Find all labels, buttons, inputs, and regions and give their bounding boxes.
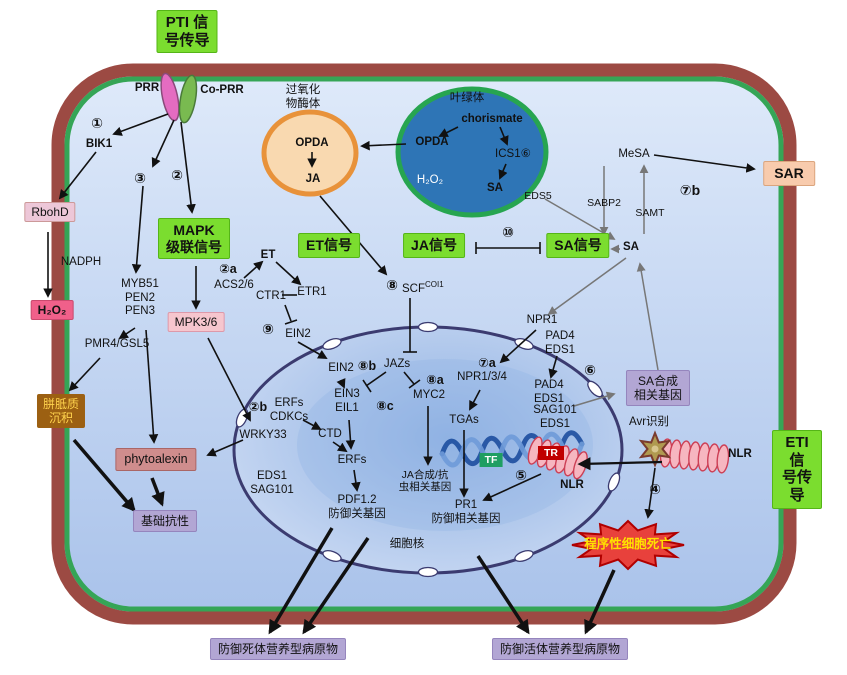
erfs-cdkcs-label: ERFs CDKCs <box>269 397 309 423</box>
sa-label: SA <box>623 241 639 253</box>
nlr-outer-label: NLR <box>728 448 752 460</box>
necrotroph-defense-box: 防御死体营养型病原物 <box>209 638 347 661</box>
h2o2-chloroplast-label: H₂O₂ <box>416 174 444 186</box>
sa-chloroplast-label: SA <box>487 182 503 194</box>
tr-box: TR <box>538 446 564 461</box>
samt-label: SAMT <box>635 207 665 219</box>
eds5-label: EDS5 <box>524 190 552 202</box>
callose-box: 胼胝质 沉积 <box>36 394 86 429</box>
tf-box: TF <box>479 453 503 468</box>
pad4-eds1-outer-label: PAD4 EDS1 <box>544 330 576 356</box>
ctr1-label: CTR1 <box>255 290 287 302</box>
scf-coi1-label: SCFCOI1 <box>402 280 444 296</box>
opda-chloroplast-label: OPDA <box>415 136 449 148</box>
npr134-label: NPR1/3/4 <box>457 371 507 383</box>
step-1-badge: ① <box>91 115 103 131</box>
co-prr-label: Co-PRR <box>200 84 244 96</box>
acs26-label: ACS2/6 <box>214 279 254 291</box>
step-8b-badge: ⑧b <box>357 359 377 373</box>
eds1-sag101-label: EDS1 SAG101 <box>250 470 294 496</box>
step-5-badge: ⑤ <box>515 467 527 483</box>
etr1-label: ETR1 <box>297 286 327 298</box>
myb-pen-label: MYB51 PEN2 PEN3 <box>121 278 159 318</box>
npr1-label: NPR1 <box>526 314 558 326</box>
peroxisome-label: 过氧化 物酶体 <box>285 84 321 110</box>
step-9-badge: ⑨ <box>262 321 274 337</box>
erfs-label: ERFs <box>337 454 367 466</box>
prr-label: PRR <box>134 82 160 94</box>
step-4-badge: ④ <box>649 481 661 497</box>
nadph-label: NADPH <box>60 256 102 268</box>
step-8a-badge: ⑧a <box>426 373 444 387</box>
prr-receptor-ovals <box>160 72 198 124</box>
ja-genes-label: JA合成/抗 虫相关基因 <box>398 469 452 494</box>
ein3-eil1-label: EIN3 EIL1 <box>334 388 360 414</box>
chloroplast-shape <box>395 86 549 218</box>
pad4-eds1-inner-label: PAD4 EDS1 <box>533 379 565 405</box>
ja-signal-box: JA信号 <box>403 233 465 258</box>
step-2a-badge: ②a <box>219 262 237 276</box>
basal-resistance-box: 基础抗性 <box>132 510 198 533</box>
mpk36-box: MPK3/6 <box>167 312 225 333</box>
pr1-label: PR1 防御相关基因 <box>431 499 501 525</box>
nucleus-label: 细胞核 <box>389 538 425 550</box>
step-7a-badge: ⑦a <box>478 356 496 370</box>
bik1-label: BIK1 <box>85 138 113 150</box>
phytoalexin-box: phytoalexin <box>115 448 197 471</box>
pcd-label: 程序性细胞死亡 <box>584 537 672 551</box>
pti-signal-box: PTI 信 号传导 <box>156 10 218 54</box>
mesa-label: MeSA <box>618 148 650 160</box>
ein2-outer-label: EIN2 <box>285 328 311 340</box>
nlr-inner-label: NLR <box>560 479 584 491</box>
step-2-badge: ② <box>171 167 183 183</box>
chloroplast-label: 叶绿体 <box>449 92 485 104</box>
myc2-label: MYC2 <box>413 389 445 401</box>
pdf12-label: PDF1.2 防御关基因 <box>328 494 386 520</box>
sar-box: SAR <box>763 161 815 186</box>
ics1-label: ICS1⑥ <box>495 148 531 160</box>
h2o2-box: H₂O₂ <box>30 300 74 321</box>
sa-signal-box: SA信号 <box>546 233 610 258</box>
arrows-gray <box>544 164 659 407</box>
avr-label: Avr识别 <box>628 416 670 428</box>
opda-peroxisome-label: OPDA <box>295 137 329 149</box>
step-10-badge: ⑩ <box>502 224 514 240</box>
sabp2-label: SABP2 <box>587 197 621 209</box>
inhibition-bars <box>284 242 541 393</box>
sag101-eds1-label: SAG101 EDS1 <box>533 404 577 430</box>
avr-star-icon <box>638 430 672 468</box>
step-7b-badge: ⑦b <box>679 182 701 198</box>
step-6-badge: ⑥ <box>584 362 596 378</box>
jazs-label: JAZs <box>383 358 411 370</box>
tgas-label: TGAs <box>449 414 479 426</box>
peroxisome-shape <box>261 109 359 197</box>
biotroph-defense-box: 防御活体营养型病原物 <box>491 638 629 661</box>
scf-text: SCF <box>402 282 425 295</box>
et-signal-box: ET信号 <box>298 233 360 258</box>
pmr4-label: PMR4/GSL5 <box>84 338 150 350</box>
coi1-superscript: COI1 <box>425 280 444 289</box>
rbohd-box: RbohD <box>24 202 76 223</box>
arrows-bold <box>72 438 616 635</box>
et-label: ET <box>260 249 276 261</box>
arrows-black <box>43 113 756 519</box>
ein2-inner-label: EIN2 <box>328 362 354 374</box>
step-2b-badge: ②b <box>248 400 268 414</box>
ctd-label: CTD <box>318 428 342 440</box>
wrky33-label: WRKY33 <box>239 429 287 441</box>
sa-genes-box: SA合成 相关基因 <box>625 370 691 407</box>
step-8c-badge: ⑧c <box>376 399 394 413</box>
mapk-cascade-box: MAPK 级联信号 <box>158 218 230 260</box>
nuclear-pores <box>235 321 621 578</box>
ja-peroxisome-label: JA <box>305 173 321 185</box>
nlr-coil-outer <box>659 438 730 474</box>
eti-signal-box: ETI 信 号传导 <box>772 430 822 509</box>
chorismate-label: chorismate <box>461 113 523 125</box>
step-3-badge: ③ <box>134 170 146 186</box>
pcd-burst <box>571 519 685 571</box>
step-8-badge: ⑧ <box>386 277 398 293</box>
